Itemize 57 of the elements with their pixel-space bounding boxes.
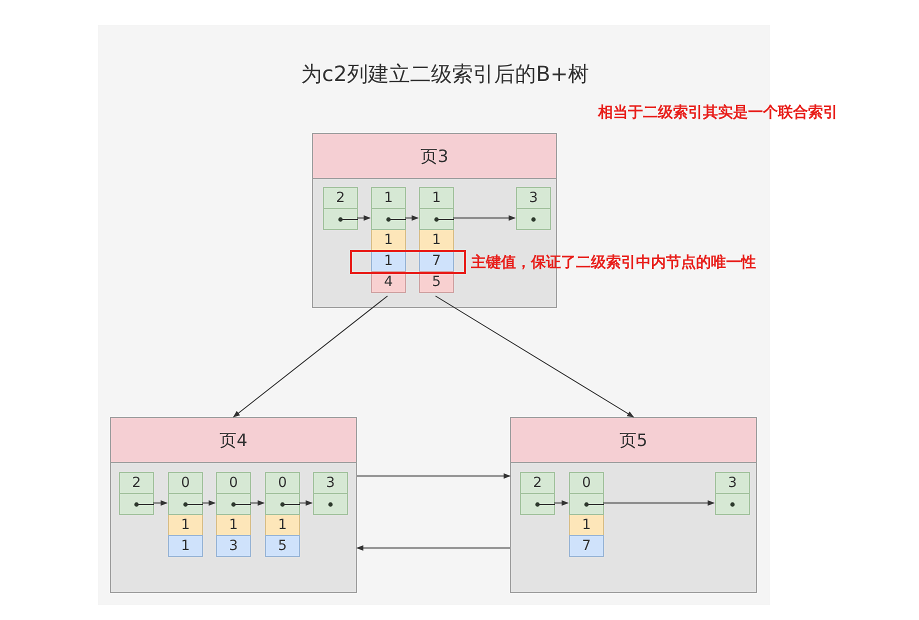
page-box xyxy=(110,417,357,593)
key-value: 2 xyxy=(323,187,358,209)
page-number: 5 xyxy=(419,271,454,293)
arrow xyxy=(356,473,511,479)
column-value: 1 xyxy=(216,514,251,536)
arrow xyxy=(452,215,516,221)
arrow xyxy=(554,500,569,506)
annotation-text: 主键值，保证了二级索引中内节点的唯一性 xyxy=(471,253,756,272)
key-value: 0 xyxy=(569,472,604,494)
primary-key-value: 3 xyxy=(216,535,251,557)
column-value: 1 xyxy=(569,514,604,536)
arrow xyxy=(202,500,216,506)
arrow xyxy=(602,500,715,506)
arrow xyxy=(435,296,634,418)
key-value: 2 xyxy=(520,472,555,494)
column-value: 1 xyxy=(168,514,203,536)
index-record xyxy=(569,472,604,557)
key-value: 0 xyxy=(265,472,300,494)
index-record xyxy=(313,472,348,515)
column-value: 1 xyxy=(419,229,454,251)
annotation-text: 相当于二级索引其实是一个联合索引 xyxy=(598,103,838,122)
key-value: 1 xyxy=(371,187,406,209)
page-header: 页4 xyxy=(111,418,356,463)
index-record xyxy=(371,187,406,293)
page-box xyxy=(510,417,757,593)
arrow xyxy=(404,215,419,221)
index-record xyxy=(419,187,454,293)
key-value: 3 xyxy=(715,472,750,494)
primary-key-value: 7 xyxy=(569,535,604,557)
arrow xyxy=(152,500,168,506)
primary-key-value: 5 xyxy=(265,535,300,557)
column-value: 1 xyxy=(371,229,406,251)
key-value: 3 xyxy=(516,187,551,209)
key-value: 0 xyxy=(216,472,251,494)
arrow xyxy=(356,545,510,551)
index-record xyxy=(168,472,203,557)
index-record xyxy=(119,472,154,515)
arrow xyxy=(298,500,313,506)
primary-key-value: 1 xyxy=(168,535,203,557)
column-value: 1 xyxy=(265,514,300,536)
index-record xyxy=(216,472,251,557)
key-value: 0 xyxy=(168,472,203,494)
arrow xyxy=(356,215,371,221)
index-record xyxy=(715,472,750,515)
page-header: 页5 xyxy=(511,418,756,463)
key-value: 3 xyxy=(313,472,348,494)
index-record xyxy=(265,472,300,557)
index-record xyxy=(520,472,555,515)
index-record xyxy=(323,187,358,230)
diagram-title: 为c2列建立二级索引后的B+树 xyxy=(300,61,590,88)
page-number: 4 xyxy=(371,271,406,293)
page-header: 页3 xyxy=(313,134,556,179)
arrow xyxy=(232,296,388,418)
index-record xyxy=(516,187,551,230)
arrow xyxy=(250,500,265,506)
key-value: 2 xyxy=(119,472,154,494)
key-value: 1 xyxy=(419,187,454,209)
